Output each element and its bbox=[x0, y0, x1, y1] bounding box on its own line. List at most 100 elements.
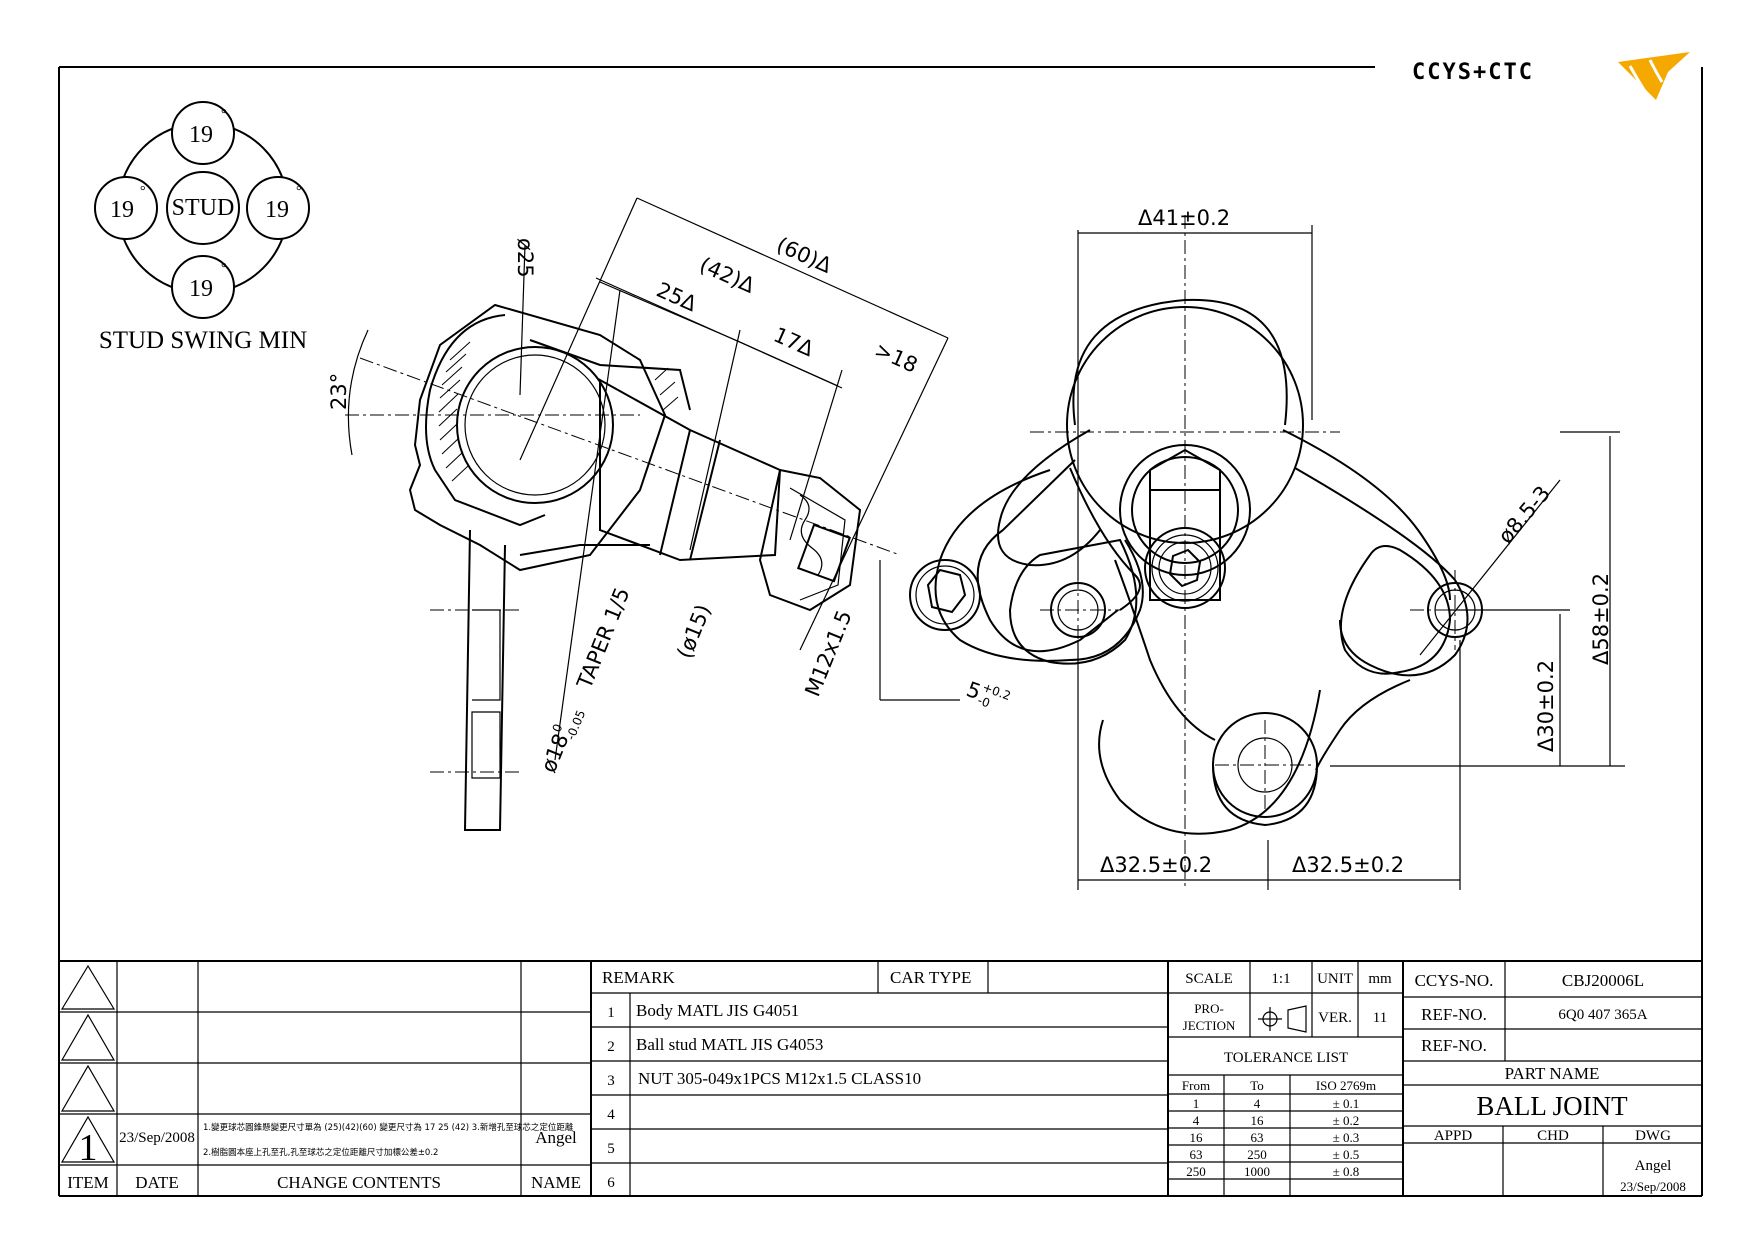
dim-right-32-5: Δ32.5±0.2 bbox=[1292, 853, 1404, 877]
change-name: Angel bbox=[535, 1128, 577, 1147]
projection-symbol-icon bbox=[1258, 1005, 1307, 1033]
ver-value: 11 bbox=[1373, 1010, 1387, 1026]
dwg-label: DWG bbox=[1635, 1128, 1671, 1144]
unit-value: mm bbox=[1368, 971, 1392, 987]
company-logo: CCYS+CTC bbox=[1412, 52, 1690, 100]
dim-height-58: Δ58±0.2 bbox=[1589, 573, 1613, 665]
tol-row-3-from: 16 bbox=[1190, 1130, 1204, 1145]
tol-row-5-from: 250 bbox=[1186, 1164, 1206, 1179]
dim-dia-8-5: ø8.5-3 bbox=[1493, 481, 1555, 548]
unit-label: UNIT bbox=[1317, 971, 1353, 987]
change-log-header-item: ITEM bbox=[67, 1173, 109, 1192]
logo-mark-icon bbox=[1618, 52, 1690, 100]
dim-taper: TAPER 1/5 bbox=[572, 584, 635, 693]
ref-no-value: 6Q0 407 365A bbox=[1558, 1007, 1647, 1023]
tol-row-3-to: 63 bbox=[1251, 1130, 1264, 1145]
part-name-value: BALL JOINT bbox=[1476, 1091, 1628, 1121]
dim-thread-m12: M12x1.5 bbox=[800, 607, 856, 700]
tol-row-1-to: 4 bbox=[1254, 1096, 1261, 1111]
scale-label: SCALE bbox=[1185, 971, 1233, 987]
top-view bbox=[934, 215, 1500, 890]
dwg-name: Angel bbox=[1635, 1158, 1672, 1174]
remark-header: REMARK bbox=[602, 968, 675, 987]
stud-label: STUD bbox=[172, 195, 235, 221]
title-block-grid bbox=[59, 960, 1702, 1196]
remark-no-2: 2 bbox=[607, 1039, 615, 1055]
svg-text:°: ° bbox=[221, 107, 227, 122]
dim-width-41: Δ41±0.2 bbox=[1138, 206, 1230, 230]
ref-no-label: REF-NO. bbox=[1421, 1005, 1487, 1024]
side-section-view bbox=[345, 303, 981, 831]
stud-swing-caption: STUD SWING MIN bbox=[99, 327, 307, 354]
tol-header-from: From bbox=[1182, 1078, 1210, 1093]
remark-no-4: 4 bbox=[607, 1107, 615, 1123]
remark-no-1: 1 bbox=[607, 1005, 615, 1021]
tol-row-3-tol: ± 0.3 bbox=[1333, 1130, 1360, 1145]
logo-text: CCYS+CTC bbox=[1412, 60, 1534, 85]
tol-header-to: To bbox=[1250, 1078, 1264, 1093]
tol-row-5-tol: ± 0.8 bbox=[1333, 1164, 1360, 1179]
dim-five: 5 +0.2 -0 bbox=[963, 677, 1012, 710]
tol-row-1-tol: ± 0.1 bbox=[1333, 1096, 1360, 1111]
ver-label: VER. bbox=[1318, 1010, 1352, 1026]
appd-label: APPD bbox=[1434, 1128, 1473, 1144]
svg-text:-0.05: -0.05 bbox=[564, 708, 589, 742]
change-contents-line2: 2.樹脂圓本座上孔至孔,孔至球芯之定位距離尺寸加標公差±0.2 bbox=[203, 1147, 438, 1158]
car-type-label: CAR TYPE bbox=[890, 968, 971, 987]
tol-row-2-from: 4 bbox=[1193, 1113, 1200, 1128]
dim-gt-18: >18 bbox=[871, 338, 921, 378]
dim-len-25: 25Δ bbox=[653, 278, 701, 317]
change-contents-line1: 1.變更球芯圓錐懸變更尺寸單為 (25)(42)(60) 變更尺寸為 17 25… bbox=[203, 1122, 574, 1133]
projection-label-2: JECTION bbox=[1183, 1018, 1236, 1033]
remark-text-3: NUT 305-049x1PCS M12x1.5 CLASS10 bbox=[638, 1069, 921, 1088]
remark-no-5: 5 bbox=[607, 1141, 615, 1157]
remark-text-2: Ball stud MATL JIS G4053 bbox=[636, 1035, 823, 1054]
remark-text-1: Body MATL JIS G4051 bbox=[636, 1001, 799, 1020]
tol-row-1-from: 1 bbox=[1193, 1096, 1200, 1111]
change-item-number: 1 bbox=[79, 1127, 98, 1169]
change-log-header-name: NAME bbox=[531, 1173, 581, 1192]
top-view-dimensions bbox=[1077, 225, 1625, 890]
change-log-header-contents: CHANGE CONTENTS bbox=[277, 1173, 441, 1192]
tol-row-5-to: 1000 bbox=[1244, 1164, 1270, 1179]
drawing-frame bbox=[58, 66, 1703, 1197]
tol-row-2-tol: ± 0.2 bbox=[1333, 1113, 1360, 1128]
dim-height-30: Δ30±0.2 bbox=[1534, 660, 1558, 752]
side-view-dimensions bbox=[347, 197, 960, 761]
tol-row-2-to: 16 bbox=[1251, 1113, 1265, 1128]
change-log-header-date: DATE bbox=[135, 1173, 178, 1192]
tol-header-iso: ISO 2769m bbox=[1316, 1078, 1376, 1093]
tolerance-list-title: TOLERANCE LIST bbox=[1224, 1050, 1348, 1066]
dim-len-60: (60)Δ bbox=[773, 233, 836, 279]
dim-len-42: (42)Δ bbox=[696, 253, 759, 299]
svg-text:-0: -0 bbox=[976, 693, 992, 710]
scale-value: 1:1 bbox=[1271, 971, 1290, 987]
remark-no-6: 6 bbox=[607, 1175, 615, 1191]
swing-angle-left: 19 bbox=[110, 197, 134, 223]
remark-no-3: 3 bbox=[607, 1073, 615, 1089]
swing-angle-bottom: 19 bbox=[189, 276, 213, 302]
dwg-date: 23/Sep/2008 bbox=[1620, 1179, 1686, 1194]
ccys-no-label: CCYS-NO. bbox=[1415, 971, 1494, 990]
ref-no2-label: REF-NO. bbox=[1421, 1036, 1487, 1055]
svg-text:°: ° bbox=[140, 184, 146, 199]
swing-angle-right: 19 bbox=[265, 197, 289, 223]
ccys-no-value: CBJ20006L bbox=[1562, 971, 1644, 990]
svg-text:°: ° bbox=[296, 184, 302, 199]
dim-angle-23: 23° bbox=[327, 373, 351, 410]
dim-dia-25: ø25 bbox=[513, 238, 537, 278]
dim-dia-15: (ø15) bbox=[672, 601, 715, 662]
stud-swing-diagram: STUD 19 ° 19 ° 19 ° 19 ° STUD SWING MIN bbox=[94, 101, 310, 354]
tol-row-4-to: 250 bbox=[1247, 1147, 1267, 1162]
projection-label-1: PRO- bbox=[1194, 1001, 1224, 1016]
dim-len-17: 17Δ bbox=[770, 323, 818, 362]
part-name-label: PART NAME bbox=[1505, 1064, 1600, 1083]
tol-row-4-tol: ± 0.5 bbox=[1333, 1147, 1360, 1162]
dim-left-32-5: Δ32.5±0.2 bbox=[1100, 853, 1212, 877]
chd-label: CHD bbox=[1537, 1128, 1569, 1144]
swing-angle-top: 19 bbox=[189, 122, 213, 148]
svg-text:°: ° bbox=[221, 261, 227, 276]
tol-row-4-from: 63 bbox=[1190, 1147, 1203, 1162]
change-date: 23/Sep/2008 bbox=[119, 1130, 195, 1146]
